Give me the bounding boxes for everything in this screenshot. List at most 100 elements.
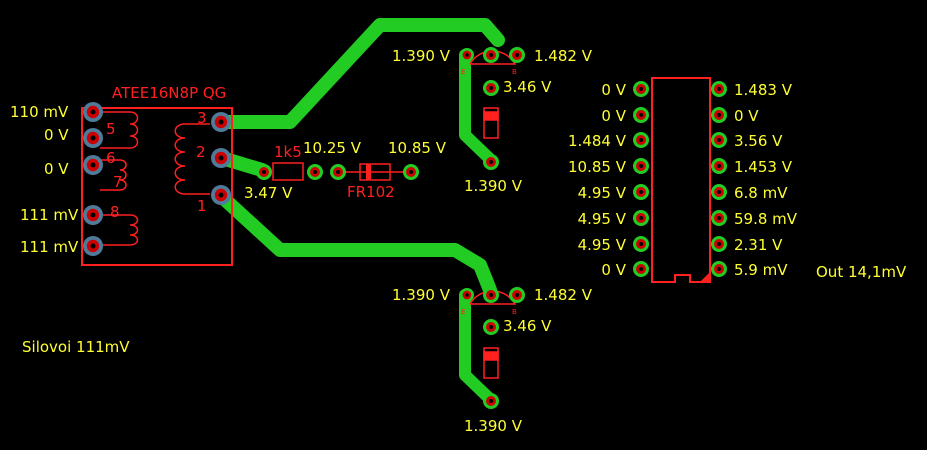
q-bottom-pin-e: E xyxy=(461,308,465,316)
transistor-top-resistor xyxy=(483,107,499,139)
transformer-pad-right-2 xyxy=(211,148,231,168)
resistor-1k5: 1k5 xyxy=(272,143,304,181)
pin-label-6: 6 xyxy=(106,149,116,167)
ic-pad-right-5 xyxy=(711,184,727,200)
pads xyxy=(83,47,727,409)
pin-label-1: 1 xyxy=(197,197,207,215)
pin-label-5: 5 xyxy=(106,120,116,138)
ic-left-voltage-4: 10.85 V xyxy=(568,158,627,176)
ic-pad-right-8 xyxy=(711,261,727,277)
transformer-v-bottom: 111 mV xyxy=(20,238,79,256)
resistor-pad-left xyxy=(256,164,272,180)
trace-top-emitter xyxy=(459,49,497,166)
ic-right-voltage-4: 1.453 V xyxy=(734,158,793,176)
ic-pin1-marker xyxy=(700,272,710,282)
q-bottom-pad-collector-out xyxy=(483,319,499,335)
transistor-top-resistor-band xyxy=(483,111,499,121)
q-bottom-pad-c xyxy=(483,287,499,303)
transformer-coils xyxy=(100,111,210,246)
resistor-v-left: 3.47 V xyxy=(244,184,293,202)
q-bottom-v-e: 1.390 V xyxy=(392,286,451,304)
ic-pad-left-5 xyxy=(633,184,649,200)
ic-pad-left-8 xyxy=(633,261,649,277)
transformer-part-name: ATEE16N8P QG xyxy=(112,84,226,102)
ic-pad-left-6 xyxy=(633,210,649,226)
q-top-pin-e: E xyxy=(461,68,465,76)
ic-left-voltage-8: 0 V xyxy=(601,261,626,279)
ic-pad-right-1 xyxy=(711,81,727,97)
transformer-v-top: 110 mV xyxy=(10,103,69,121)
ic-pad-right-3 xyxy=(711,132,727,148)
transformer-pad-left-2 xyxy=(83,128,103,148)
resistor-v-right: 10.25 V xyxy=(303,139,362,157)
copper-traces xyxy=(213,18,505,406)
q-bottom-pad-b xyxy=(509,287,525,303)
q-bottom-v-bottom: 1.390 V xyxy=(464,417,523,435)
q-bottom-pad-bottom xyxy=(483,393,499,409)
ic-right-voltage-1: 1.483 V xyxy=(734,81,793,99)
transistor-bottom-resistor-band xyxy=(483,351,499,361)
transformer-v-pin5: 0 V xyxy=(44,126,69,144)
ic-pin-labels: 0 V 1.483 V 0 V 0 V 1.484 V 3.56 V 10.85 V 1.45… xyxy=(568,81,798,279)
ic-pad-left-7 xyxy=(633,236,649,252)
ic-right-voltage-7: 2.31 V xyxy=(734,236,783,254)
pin-label-3: 3 xyxy=(197,109,207,127)
transformer-pad-left-1 xyxy=(83,102,103,122)
trace-bottom-collector xyxy=(213,188,497,297)
ic-pad-left-3 xyxy=(633,132,649,148)
ic-right-voltage-3: 3.56 V xyxy=(734,132,783,150)
ic-right-voltage-8: 5.9 mV xyxy=(734,261,788,279)
pin-label-7: 7 xyxy=(113,173,123,191)
ic-left-voltage-5: 4.95 V xyxy=(578,184,627,202)
q-top-pad-e xyxy=(460,48,474,62)
transformer-pad-left-4 xyxy=(83,205,103,225)
q-top-pin-b: B xyxy=(512,68,517,76)
voltage-labels: 110 mV 0 V 0 V 111 mV 111 mV 3.47 V 10.2… xyxy=(10,47,907,435)
ic-left-voltage-2: 0 V xyxy=(601,107,626,125)
transformer-pad-right-1 xyxy=(211,112,231,132)
pin-label-2: 2 xyxy=(196,143,206,161)
ic-pad-left-4 xyxy=(633,158,649,174)
q-bottom-v-c: 3.46 V xyxy=(503,317,552,335)
ic-left-voltage-7: 4.95 V xyxy=(578,236,627,254)
resistor-pad-right xyxy=(307,164,323,180)
diode-fr102: FR102 xyxy=(345,163,408,201)
resistor-label: 1k5 xyxy=(274,143,302,161)
ic-right-voltage-5: 6.8 mV xyxy=(734,184,788,202)
ic-pad-left-2 xyxy=(633,107,649,123)
ic-left-voltage-6: 4.95 V xyxy=(578,210,627,228)
ic-left-voltage-3: 1.484 V xyxy=(568,132,627,150)
coil-secondary-bottom xyxy=(100,214,139,246)
diode-body xyxy=(359,163,391,181)
diode-pad-right xyxy=(403,164,419,180)
q-top-v-e: 1.390 V xyxy=(392,47,451,65)
resistor-body xyxy=(272,162,304,181)
ic-pad-right-7 xyxy=(711,236,727,252)
q-top-v-c: 3.46 V xyxy=(503,78,552,96)
ic-right-voltage-2: 0 V xyxy=(734,107,759,125)
transformer-v-pin8: 111 mV xyxy=(20,206,79,224)
trace-bottom-emitter xyxy=(459,289,497,406)
coil-secondary-mid xyxy=(100,159,127,191)
q-top-pad-bottom xyxy=(483,154,499,170)
diode-pad-left xyxy=(330,164,346,180)
q-top-pad-c xyxy=(483,47,499,63)
ic-package xyxy=(651,77,711,283)
ic-pad-right-6 xyxy=(711,210,727,226)
diode-v-out: 10.85 V xyxy=(388,139,447,157)
note-out: Out 14,1mV xyxy=(816,263,907,281)
transformer-pad-left-5 xyxy=(83,236,103,256)
transformer-v-pin6: 0 V xyxy=(44,160,69,178)
diode-band xyxy=(366,164,371,180)
q-top-v-b: 1.482 V xyxy=(534,47,593,65)
transformer-outline xyxy=(81,107,233,266)
transistor-bottom-resistor xyxy=(483,347,499,379)
q-top-pad-b xyxy=(509,47,525,63)
transformer-pad-left-3 xyxy=(83,155,103,175)
ic-outline xyxy=(651,77,711,283)
transformer-pad-right-3 xyxy=(211,185,231,205)
coil-secondary-top xyxy=(100,111,139,149)
ic-right-voltage-6: 59.8 mV xyxy=(734,210,798,228)
q-top-v-bottom: 1.390 V xyxy=(464,177,523,195)
